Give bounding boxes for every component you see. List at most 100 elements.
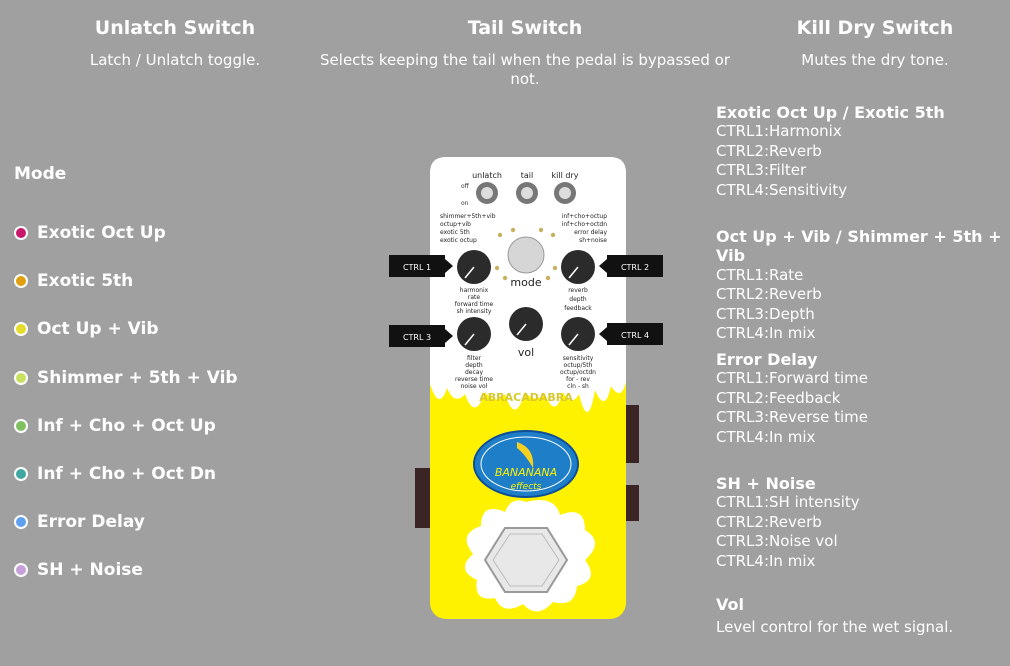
octup-ctrl1: CTRL1:Rate [716,265,804,284]
mode-item-label: Inf + Cho + Oct Dn [37,464,217,484]
sh-ctrl2: CTRL2:Reverb [716,512,822,531]
ctrl3-tag [389,325,445,347]
kill-dry-switch-title: Kill Dry Switch [796,17,954,39]
mode-label-right: inf+cho+octup [562,213,608,220]
mode-label-left: shimmer+5th+vib [440,213,496,220]
mode-dot [14,467,28,481]
tail-switch-desc-line2: not. [510,70,540,88]
mode-label-right: sh+noise [579,237,607,244]
tail-switch-title: Tail Switch [467,17,583,39]
ctrl2-param-label: reverb [568,287,588,294]
output-jack-2 [623,485,639,521]
mode-item-inf-cho-oct-dn: Inf + Cho + Oct Dn [14,463,216,485]
mode-item-label: Error Delay [37,512,145,532]
kill-dry-switch-desc: Mutes the dry tone. [801,51,949,69]
octup-controls-title: Oct Up + Vib / Shimmer + 5th + Vib [716,227,1002,266]
mode-item-sh-noise: SH + Noise [14,559,143,581]
ctrl1-param-label: sh intensity [457,308,492,315]
vol-desc: Level control for the wet signal. [716,618,954,637]
ctrl3-param-label: decay [465,369,483,376]
mode-dot [14,322,28,336]
kill-dry-switch-info: Kill Dry Switch Mutes the dry tone. [780,17,970,70]
ctrl2-param-label: depth [569,296,587,303]
ctrl1-tag [389,255,445,277]
error-ctrl4: CTRL4:In mix [716,427,816,446]
mode-item-exotic-oct-up: Exotic Oct Up [14,222,166,244]
mode-label-left: exotic octup [440,237,477,244]
input-jack [415,468,433,528]
ctrl2-tag-label: CTRL 2 [621,263,649,272]
ctrl4-param-label: for - rev [566,376,590,383]
sh-ctrl3: CTRL3:Noise vol [716,532,838,551]
tail-switch-info: Tail Switch Selects keeping the tail whe… [305,17,745,89]
error-delay-controls-info: Error Delay CTRL1:Forward time CTRL2:Fee… [716,350,868,447]
footswitch[interactable] [483,527,569,593]
mode-item-inf-cho-oct-up: Inf + Cho + Oct Up [14,415,216,437]
error-delay-controls-title: Error Delay [716,350,818,369]
sh-noise-controls-title: SH + Noise [716,474,816,493]
octup-ctrl4: CTRL4:In mix [716,324,816,343]
brand-text: ABRACADABRA [479,391,573,404]
exotic-ctrl4: CTRL4:Sensitivity [716,180,848,199]
ctrl1-tag-label: CTRL 1 [403,263,431,272]
mode-dot [14,274,28,288]
mode-item-error-delay: Error Delay [14,511,145,533]
ctrl1-param-label: forward time [455,301,494,308]
mode-item-label: Oct Up + Vib [37,319,159,339]
switch-label-tail: tail [521,171,533,180]
mode-title: Mode [14,164,67,184]
mode-dot [14,515,28,529]
mode-item-label: Exotic Oct Up [37,223,166,243]
unlatch-switch-desc: Latch / Unlatch toggle. [89,51,261,69]
octup-ctrl2: CTRL2:Reverb [716,285,822,304]
tail-switch-desc-line1: Selects keeping the tail when the pedal … [320,51,730,69]
ctrl3-param-label: noise vol [461,383,488,390]
mode-label-right: inf+cho+octdn [562,221,608,228]
error-ctrl1: CTRL1:Forward time [716,369,868,388]
bananana-logo [473,430,579,498]
ctrl2-tag [607,255,663,277]
mode-knob-label: mode [510,276,541,289]
error-ctrl2: CTRL2:Feedback [716,388,841,407]
ctrl3-param-label: depth [465,362,483,369]
exotic-ctrl1: CTRL1:Harmonix [716,122,842,141]
mode-dot [14,419,28,433]
mode-label-left: exotic 5th [440,229,470,236]
mode-item-shimmer: Shimmer + 5th + Vib [14,367,238,389]
mode-item-label: SH + Noise [37,560,143,580]
mode-dot [14,563,28,577]
ctrl2-param-label: feedback [564,305,592,312]
octup-controls-info: Oct Up + Vib / Shimmer + 5th + Vib CTRL1… [716,227,1010,343]
switch-off-label: off [461,183,470,190]
unlatch-switch-info: Unlatch Switch Latch / Unlatch toggle. [55,17,295,70]
logo-brand-line2: effects [511,482,542,492]
ctrl4-tag [607,323,663,345]
error-ctrl3: CTRL3:Reverse time [716,408,868,427]
ctrl4-param-label: octup/octdn [560,369,596,376]
mode-label-left: octup+vib [440,221,471,228]
unlatch-switch-title: Unlatch Switch [94,17,256,39]
octup-ctrl3: CTRL3:Depth [716,304,815,323]
mode-label-right: error delay [574,229,607,236]
vol-knob-label: vol [518,346,534,359]
ctrl4-tag-label: CTRL 4 [621,331,649,340]
switch-label-kill-dry: kill dry [552,171,579,180]
sh-noise-controls-info: SH + Noise CTRL1:SH intensity CTRL2:Reve… [716,474,860,571]
mode-selector-knob[interactable] [507,236,545,274]
ctrl1-param-label: harmonix [460,287,489,294]
exotic-ctrl2: CTRL2:Reverb [716,141,822,160]
mode-dot [14,226,28,240]
pedal-illustration: unlatch tail kill dry off on shimmer+5th… [389,157,663,619]
mode-item-exotic-5th: Exotic 5th [14,270,133,292]
ctrl4-param-label: octup/5th [564,362,593,369]
ctrl3-tag-label: CTRL 3 [403,333,431,342]
exotic-controls-info: Exotic Oct Up / Exotic 5th CTRL1:Harmoni… [716,103,945,200]
mode-item-label: Inf + Cho + Oct Up [37,416,216,436]
tail-switch-desc: Selects keeping the tail when the pedal … [305,51,745,89]
logo-brand-line1: BANANANA [495,466,557,479]
ctrl3-param-label: reverse time [455,376,493,383]
mode-item-label: Shimmer + 5th + Vib [37,368,238,388]
sh-ctrl4: CTRL4:In mix [716,551,816,570]
ctrl1-param-label: rate [468,294,480,301]
vol-info: Vol Level control for the wet signal. [716,595,953,638]
